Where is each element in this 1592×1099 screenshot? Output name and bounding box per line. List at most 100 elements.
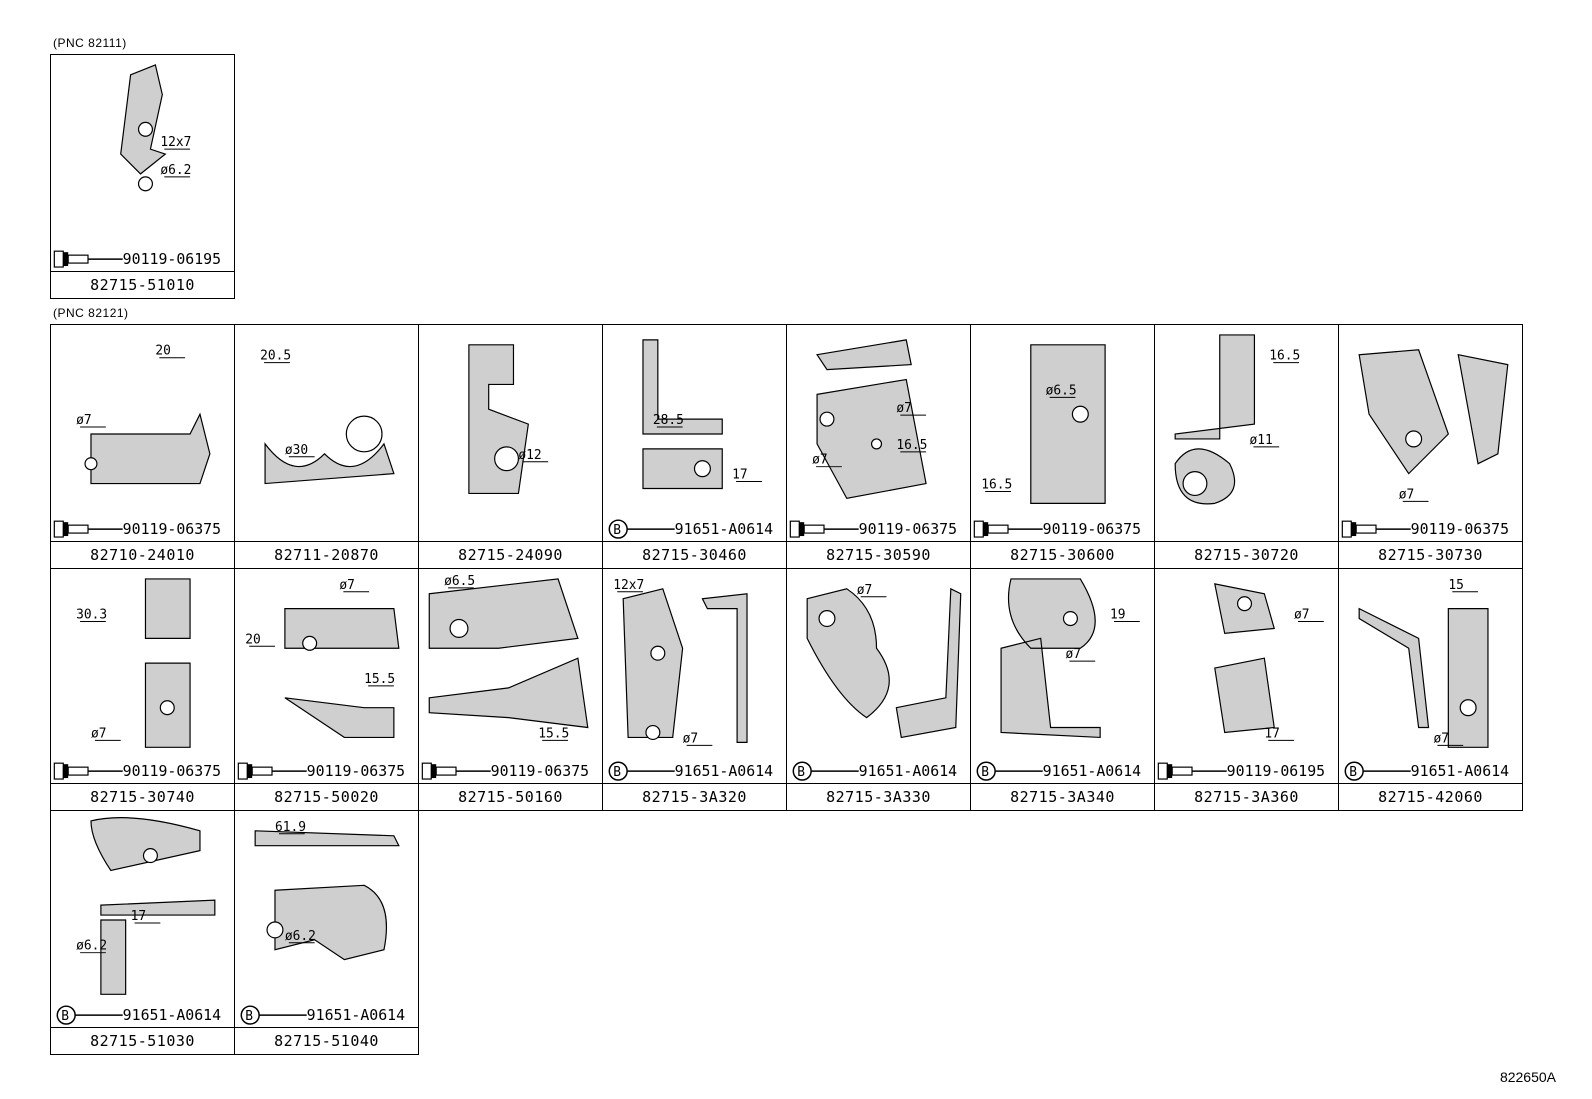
mounting-hole [449, 618, 469, 638]
dimension-label: 17 [732, 468, 748, 483]
bracket-shape [1174, 334, 1256, 505]
dimension-label: 20 [245, 632, 260, 647]
dimension-label: ø7 [339, 578, 354, 593]
bolt-washer [799, 522, 805, 537]
clip-b-letter: B [245, 1009, 253, 1024]
mounting-hole [137, 176, 154, 192]
mounting-hole [159, 700, 175, 716]
part-number: 82715-30460 [642, 546, 747, 564]
bolt-washer [431, 764, 437, 779]
dimension-label: 16.5 [1269, 349, 1300, 364]
bracket-shape [1358, 607, 1489, 748]
bracket-shape [264, 442, 395, 485]
clip-circle [608, 519, 628, 539]
bolt-washer [1351, 522, 1357, 537]
dimension-label: ø7 [76, 413, 92, 428]
dimension-label: ø7 [857, 583, 872, 598]
mounting-hole [1236, 596, 1253, 612]
part-number: 82715-51010 [90, 276, 195, 294]
clip-b-icon: B [792, 761, 812, 781]
clip-b-letter: B [613, 523, 621, 538]
mounting-hole [266, 921, 284, 939]
bolt-washer [63, 252, 69, 267]
fastener-number: 90119-06375 [859, 520, 957, 538]
dimension-label: ø7 [683, 731, 698, 746]
dimension-label: 17 [131, 909, 147, 924]
clip-b-letter: B [797, 765, 805, 780]
bracket-shape [90, 817, 216, 995]
part-number: 82711-20870 [274, 546, 379, 564]
clip-b-icon: B [608, 761, 628, 781]
clip-b-letter: B [1349, 765, 1357, 780]
bracket-shape [254, 830, 400, 961]
part-number: 82715-30740 [90, 788, 195, 806]
dimension-label: ø7 [1294, 608, 1309, 623]
bolt-head [53, 520, 64, 538]
fastener-number: 90119-06375 [491, 762, 589, 780]
mounting-hole [693, 460, 711, 478]
mounting-hole [818, 610, 836, 628]
part-number: 82715-24090 [458, 546, 563, 564]
mounting-hole [142, 848, 158, 864]
fastener-number: 90119-06375 [1411, 520, 1509, 538]
bolt-icon [421, 762, 457, 780]
mounting-hole [1182, 471, 1208, 497]
dimension-label: ø7 [812, 453, 828, 468]
part-number: 82715-3A360 [1194, 788, 1299, 806]
dimension-label: 15.5 [538, 726, 569, 741]
dimension-label: 15.5 [364, 672, 395, 687]
fastener-number: 90119-06375 [1043, 520, 1141, 538]
fastener-number: 90119-06375 [307, 762, 405, 780]
fastener-number: 91651-A0614 [1043, 762, 1141, 780]
part-number: 82715-42060 [1378, 788, 1483, 806]
clip-b-letter: B [613, 765, 621, 780]
bolt-icon [1341, 520, 1377, 538]
dimension-label: 15 [1448, 578, 1463, 593]
mounting-hole [137, 121, 154, 137]
part-number: 82715-30590 [826, 546, 931, 564]
bolt-head [789, 520, 800, 538]
bracket-shape [428, 578, 589, 729]
part-drawing: ø7 20 15.5 90119-06375 [235, 569, 418, 784]
bolt-icon [789, 520, 825, 538]
fastener-number: 91651-A0614 [123, 1006, 221, 1024]
part-number: 82715-3A330 [826, 788, 931, 806]
fastener-number: 90119-06375 [123, 762, 221, 780]
bracket-shape [642, 339, 723, 490]
bracket-shape [468, 344, 529, 495]
clip-b-icon: B [56, 1005, 76, 1025]
part-number: 82715-51030 [90, 1032, 195, 1050]
dimension-label: 17 [1264, 726, 1279, 741]
pnc-label-82121: (PNC 82121) [53, 306, 129, 320]
